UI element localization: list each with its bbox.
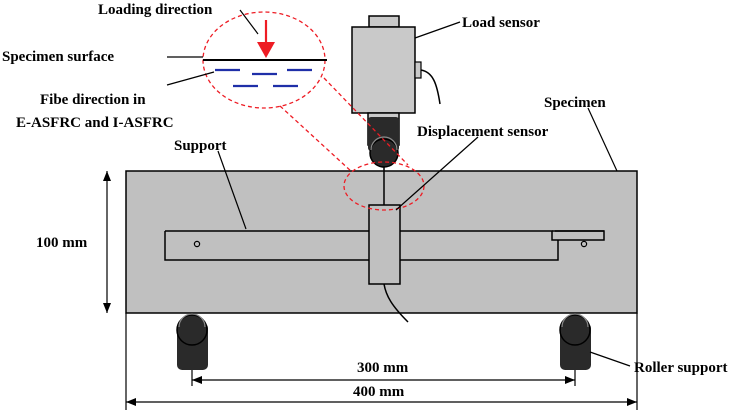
label-span-dimension: 300 mm — [357, 360, 409, 376]
label-roller-support: Roller support — [634, 360, 727, 376]
roller-support-left — [176, 313, 208, 370]
dimension-span — [191, 370, 576, 386]
support-pin-right — [580, 240, 588, 248]
label-fiber-direction-line2: E-ASFRC and I-ASFRC — [16, 115, 174, 131]
label-loading-direction: Loading direction — [98, 2, 213, 18]
leader-lines — [166, 9, 631, 367]
roller-support-right — [559, 313, 591, 370]
label-load-sensor: Load sensor — [462, 15, 540, 31]
label-specimen: Specimen — [544, 95, 606, 111]
loading-arrow — [257, 20, 275, 58]
detail-ellipse-small — [343, 161, 425, 211]
fiber-dashes — [215, 68, 312, 88]
label-displacement-sensor: Displacement sensor — [417, 124, 549, 140]
label-fiber-direction-line1: Fibe direction in — [40, 92, 146, 108]
loading-roller — [369, 138, 399, 168]
displacement-sensor — [368, 164, 409, 323]
detail-callout — [202, 11, 425, 211]
load-sensor — [351, 15, 441, 168]
dimension-height — [103, 171, 111, 313]
label-support: Support — [174, 138, 227, 154]
label-length-dimension: 400 mm — [353, 384, 405, 400]
dimension-length — [125, 313, 638, 410]
label-specimen-surface: Specimen surface — [2, 49, 114, 65]
label-height-dimension: 100 mm — [36, 235, 88, 251]
support-frame — [164, 230, 605, 261]
support-pin-left — [193, 240, 201, 248]
